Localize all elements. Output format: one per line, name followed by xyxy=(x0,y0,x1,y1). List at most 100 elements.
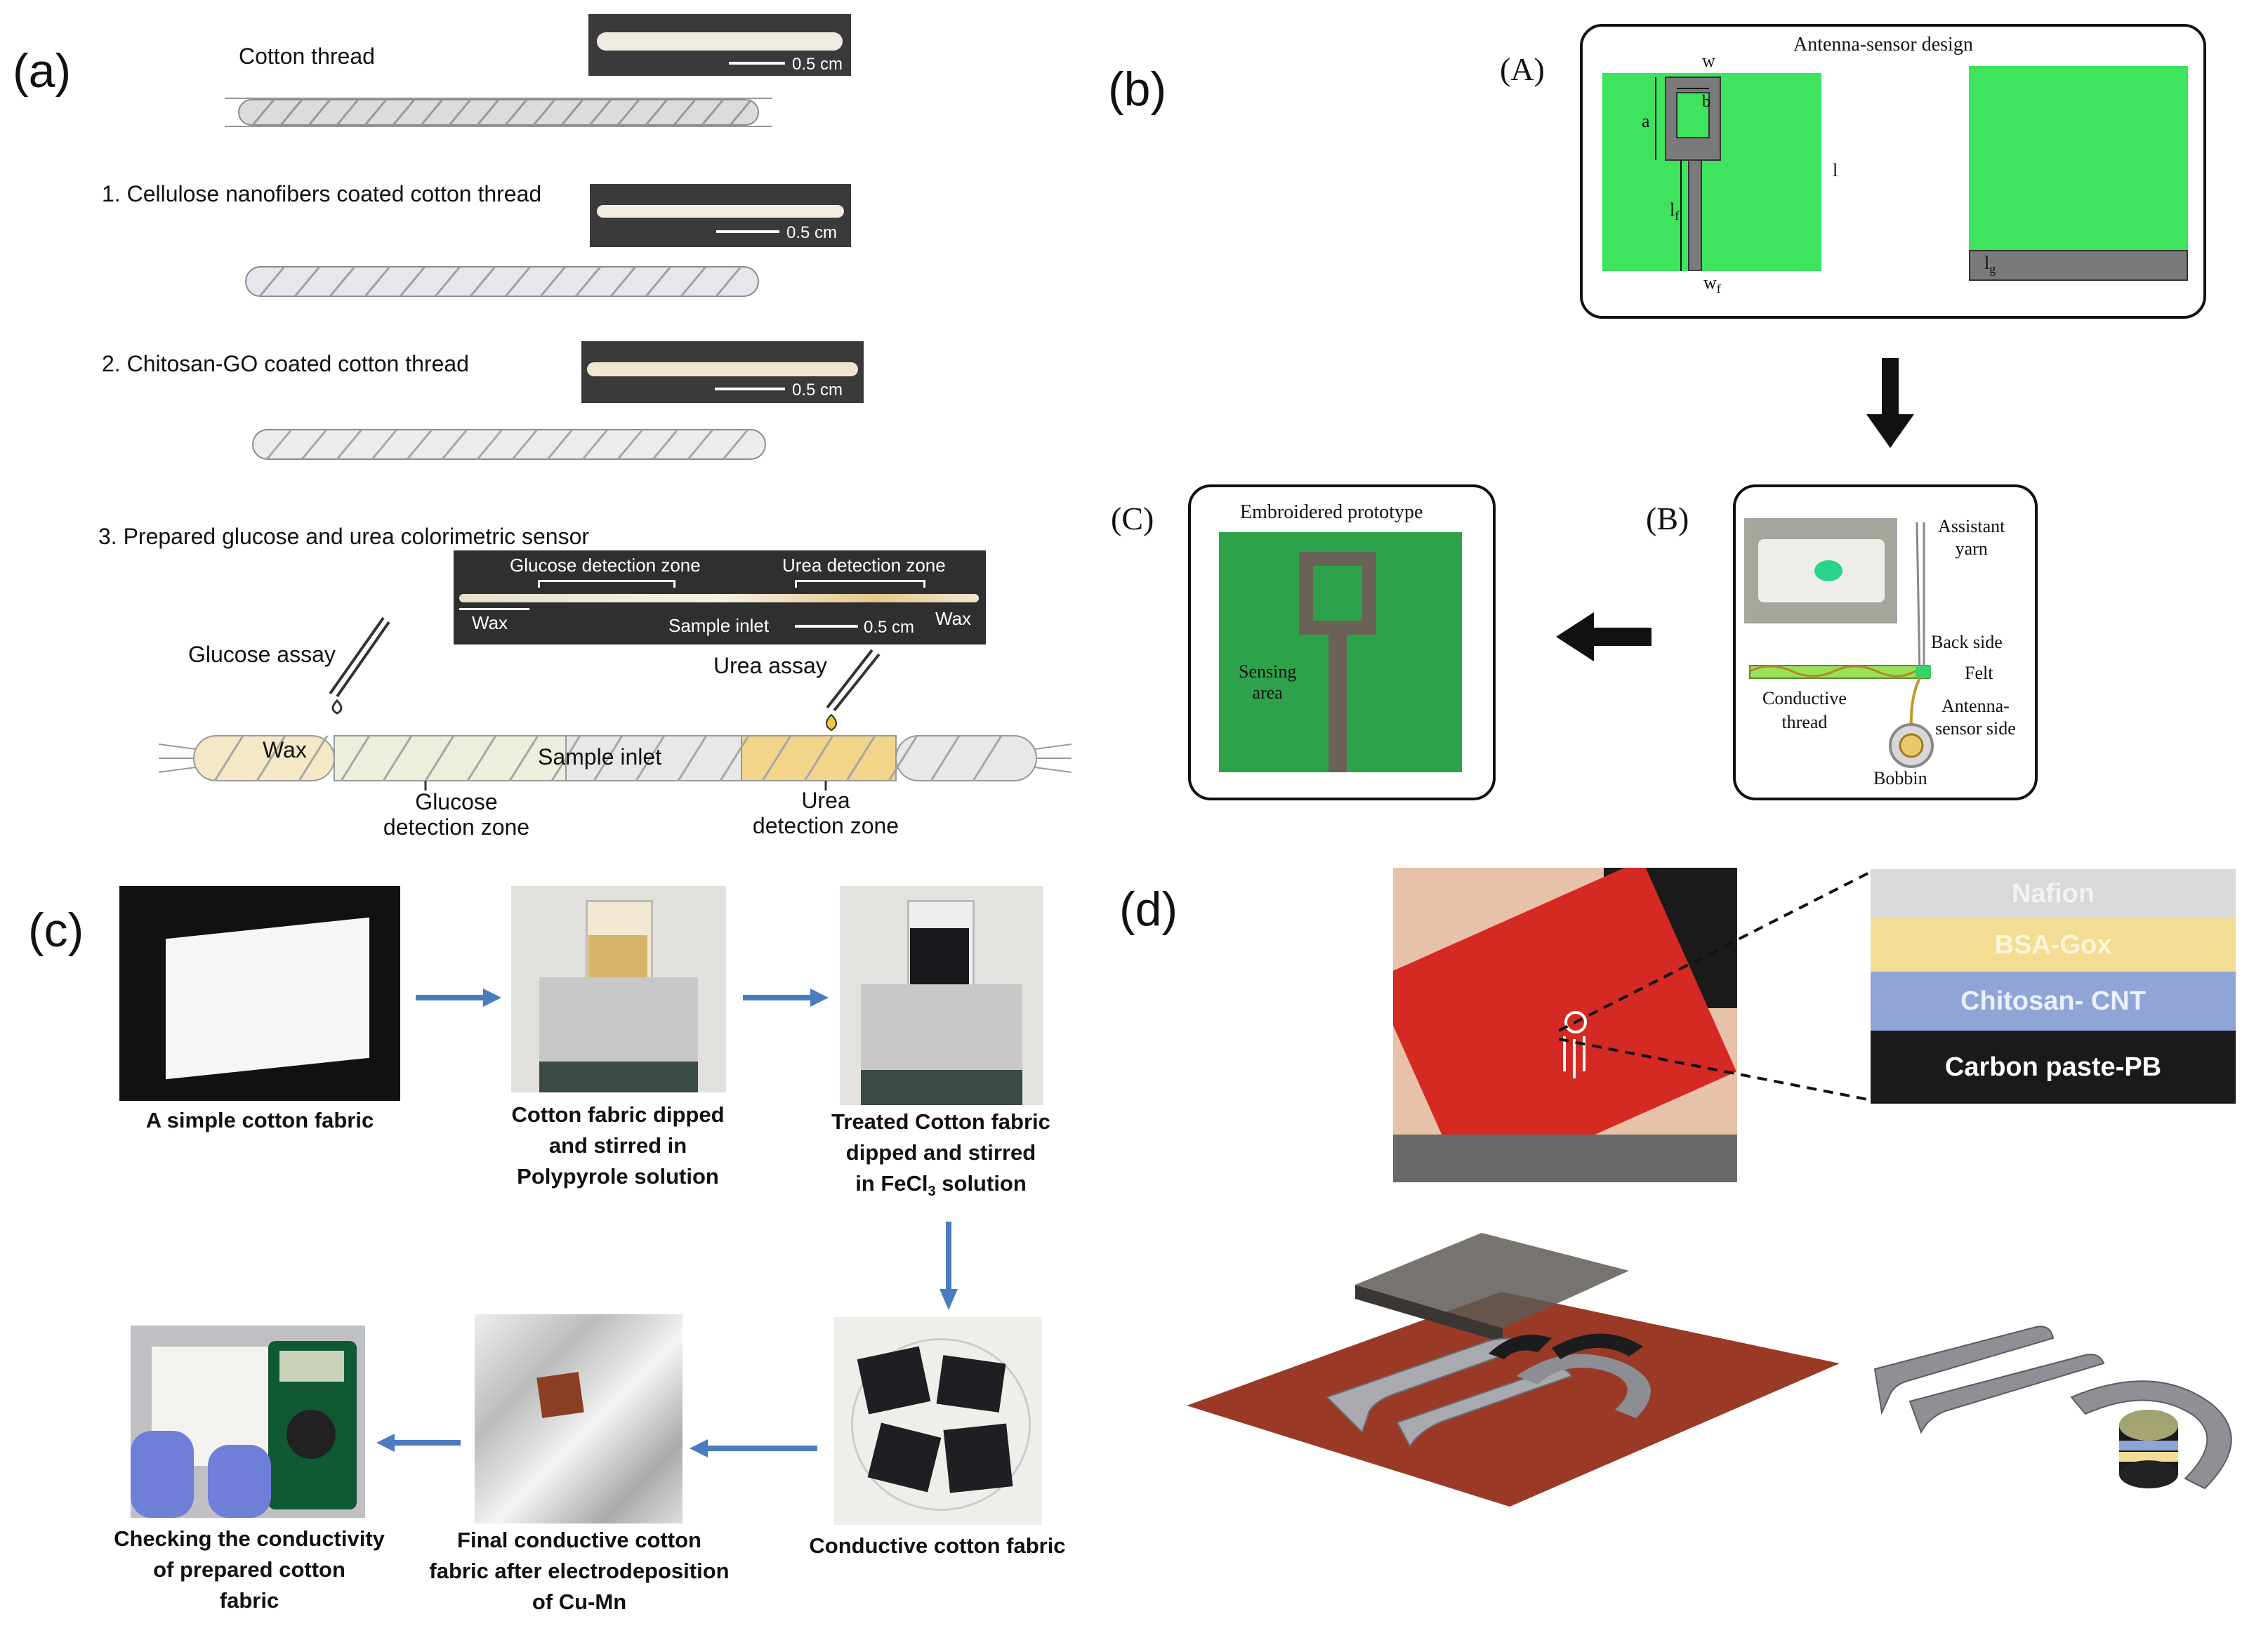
layer-chitosan-cnt: Chitosan- CNT xyxy=(1871,972,2236,1031)
fabric-caption: A simple cotton fabric xyxy=(105,1105,414,1136)
ppy-caption-2: and stirred in xyxy=(548,1133,687,1158)
sensor-strip-photo: Glucose detection zone Urea detection zo… xyxy=(454,550,986,645)
cotton-thread-photo: 0.5 cm xyxy=(588,14,851,76)
thread-sample xyxy=(597,32,843,51)
cotton-thread-label: Cotton thread xyxy=(239,44,375,69)
ppy-beaker-photo xyxy=(511,886,726,1092)
fabric-piece-4 xyxy=(943,1423,1013,1493)
final-caption: Final conductive cotton fabric after ele… xyxy=(414,1525,744,1618)
back-side-label: Back side xyxy=(1931,632,2003,652)
dim-a: a xyxy=(1642,111,1650,131)
cnf-thread-photo: 0.5 cm xyxy=(590,184,851,247)
cotton-thread-illustration xyxy=(225,98,772,127)
assistant-yarn-label: Assistant yarn xyxy=(1938,515,2005,560)
scale-text: 0.5 cm xyxy=(864,618,915,637)
copper-fabric xyxy=(536,1372,584,1418)
arrow-down-icon xyxy=(939,1222,958,1310)
felt-label: Felt xyxy=(1965,663,1993,683)
scale-text: 0.5 cm xyxy=(792,381,843,399)
conductive-thread-label: Conductive thread xyxy=(1762,687,1847,734)
multimeter-photo xyxy=(131,1326,365,1518)
antenna-back-substrate xyxy=(1969,66,2188,250)
layer-stack: Nafion BSA-Gox Chitosan- CNT Carbon past… xyxy=(1871,869,2236,1104)
beaker-liquid xyxy=(910,928,969,984)
sub-c-label: (C) xyxy=(1111,501,1154,536)
sensing-area-label: Sensing area xyxy=(1239,661,1296,703)
glucose-zone-line1: Glucose xyxy=(415,789,498,814)
design-title: Antenna-sensor design xyxy=(1793,34,1973,55)
electrode-3d-render xyxy=(1873,1326,2232,1490)
conductive-fabric-photo xyxy=(834,1317,1042,1525)
conductive-line1: Conductive xyxy=(1762,688,1847,708)
fecl3-beaker-photo xyxy=(840,886,1043,1105)
checking-caption: Checking the conductivity of prepared co… xyxy=(91,1523,407,1616)
glucose-detection-zone-label: Glucose detection zone xyxy=(365,789,548,840)
checking-caption-1: Checking the conductivity xyxy=(114,1526,385,1551)
glucose-zone-line2: detection zone xyxy=(383,814,530,840)
dim-lf-sub: f xyxy=(1675,209,1680,223)
bobbin-label: Bobbin xyxy=(1873,768,1927,788)
antenna-design-box: Antenna-sensor design w b a l lf wf lg xyxy=(1580,24,2206,319)
down-arrow-icon xyxy=(1866,358,1914,448)
dim-lg-sub: g xyxy=(1989,262,1996,277)
stir-plate xyxy=(539,977,698,1069)
antenna-side-line1: Antenna- xyxy=(1941,696,2010,716)
fecl3-caption-3: in FeCl3 solution xyxy=(807,1168,1074,1207)
fecl3-caption-1: Treated Cotton fabric xyxy=(831,1109,1050,1134)
sub-b-label: (B) xyxy=(1646,501,1689,536)
sensor-3d-render xyxy=(1187,1233,1840,1507)
conductive-line2: thread xyxy=(1781,712,1828,732)
layer-carbon-paste: Carbon paste-PB xyxy=(1871,1031,2236,1104)
thread-wax-label: Wax xyxy=(263,737,307,762)
fecl3-caption-2: dipped and stirred xyxy=(845,1140,1036,1165)
sensing-line2: area xyxy=(1252,682,1283,703)
final-caption-2: fabric after electrodeposition xyxy=(429,1559,730,1583)
dim-wf-main: w xyxy=(1703,272,1717,293)
stir-plate-base xyxy=(539,1062,698,1092)
urea-zone-label: Urea detection zone xyxy=(782,555,946,576)
glove-right xyxy=(208,1445,271,1518)
assistant-line1: Assistant xyxy=(1938,516,2005,536)
urea-zone-line2: detection zone xyxy=(752,813,899,838)
thread-sample xyxy=(587,362,858,376)
fabric-caption-line: A simple cotton fabric xyxy=(145,1108,374,1132)
panel-c-label: (c) xyxy=(28,904,84,957)
antenna-sensor-side-label: Antenna- sensor side xyxy=(1935,695,2016,740)
sensing-line1: Sensing xyxy=(1239,661,1297,682)
scale-bar xyxy=(795,625,858,628)
scale-text: 0.5 cm xyxy=(792,55,843,74)
glucose-zone-label: Glucose detection zone xyxy=(510,555,701,576)
foil xyxy=(475,1314,683,1523)
dim-b: b xyxy=(1702,93,1710,111)
fabric-piece xyxy=(166,917,369,1080)
glucose-pipette-icon xyxy=(329,616,390,715)
dim-lg-main: l xyxy=(1984,253,1990,273)
final-fabric-photo xyxy=(475,1314,683,1523)
multimeter-display xyxy=(279,1351,344,1382)
urea-zone-bracket xyxy=(795,580,925,588)
step2-label: 2. Chitosan-GO coated cotton thread xyxy=(102,351,469,376)
stitch-diagram xyxy=(1749,522,1934,768)
final-caption-1: Final conductive cotton xyxy=(457,1528,701,1552)
panel-d-label: (d) xyxy=(1119,883,1178,936)
left-arrow-icon xyxy=(1556,612,1651,661)
dim-lf: lf xyxy=(1670,199,1679,223)
dim-l: l xyxy=(1833,160,1838,180)
dim-w: w xyxy=(1702,51,1715,71)
layer-nafion: Nafion xyxy=(1871,869,2236,918)
arrow-right-2-icon xyxy=(743,989,829,1007)
arrow-left-2-icon xyxy=(376,1434,461,1452)
checking-caption-3: fabric xyxy=(219,1588,279,1613)
antenna-front-geometry xyxy=(1655,77,1721,271)
chitosan-thread-illustration xyxy=(252,429,766,460)
dim-lf-main: l xyxy=(1670,199,1675,220)
glove-left xyxy=(131,1431,194,1518)
ppy-caption: Cotton fabric dipped and stirred in Poly… xyxy=(492,1099,744,1192)
fecl3-solution: solution xyxy=(935,1171,1027,1196)
embroidery-machine-box: Assistant yarn Back side Felt Conductive… xyxy=(1733,484,2038,800)
fabric-piece-2 xyxy=(936,1355,1006,1413)
wax-left-bracket xyxy=(459,608,529,614)
urea-pipette-icon xyxy=(826,649,881,732)
ppy-caption-3: Polypyrole solution xyxy=(517,1164,719,1189)
ppy-caption-1: Cotton fabric dipped xyxy=(511,1102,725,1127)
